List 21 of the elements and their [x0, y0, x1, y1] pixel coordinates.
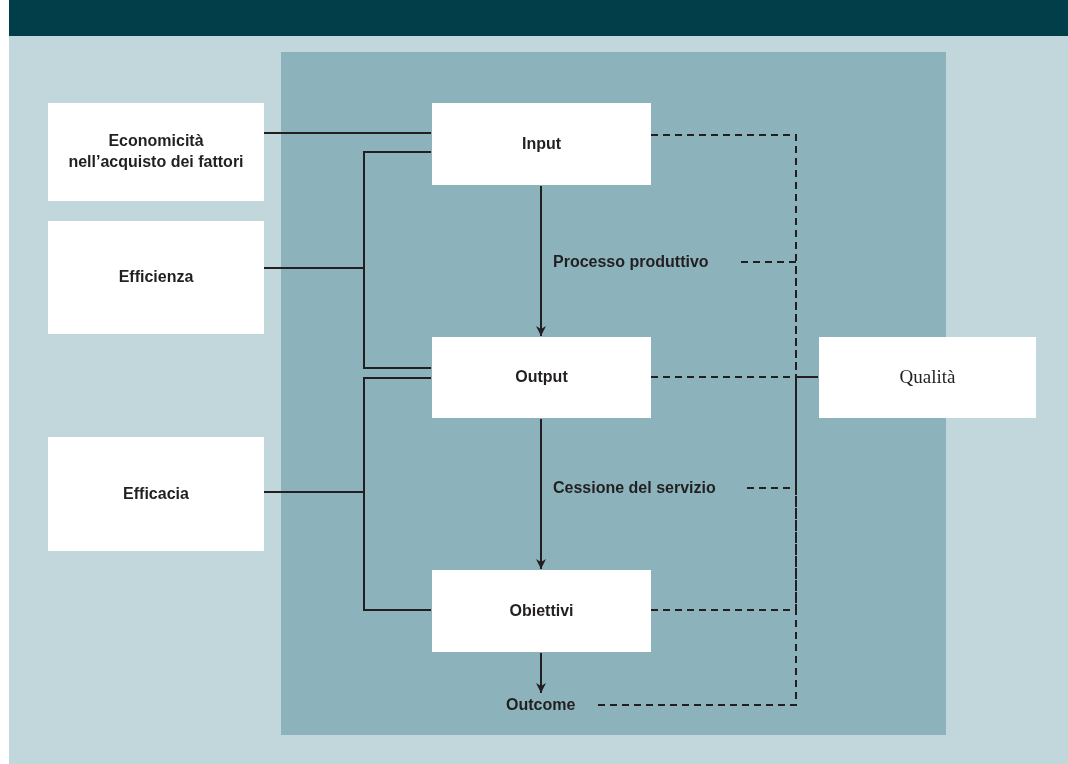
step-label: Cessione del servizio	[553, 477, 716, 498]
process-box	[432, 570, 651, 652]
process-box	[432, 103, 651, 185]
box-label: Qualità	[898, 365, 957, 390]
box-label: Input	[520, 133, 563, 154]
box-label: Output	[514, 367, 569, 388]
arrow	[536, 652, 546, 694]
arrow	[536, 418, 546, 570]
outcome-label: Outcome	[506, 694, 576, 715]
box-label: Efficacia	[122, 483, 190, 504]
box-label: Efficienza	[117, 267, 195, 288]
arrow	[536, 185, 546, 337]
factor-box	[48, 103, 264, 201]
quality-box	[819, 337, 1036, 418]
factor-box	[48, 221, 264, 334]
connector-line	[263, 132, 432, 134]
box-label: Obiettivi	[508, 600, 575, 621]
factor-box	[48, 437, 264, 551]
box-label: Economicità nell’acquisto dei fattori	[67, 131, 245, 172]
step-label: Processo produttivo	[553, 251, 709, 272]
process-box	[432, 337, 651, 418]
